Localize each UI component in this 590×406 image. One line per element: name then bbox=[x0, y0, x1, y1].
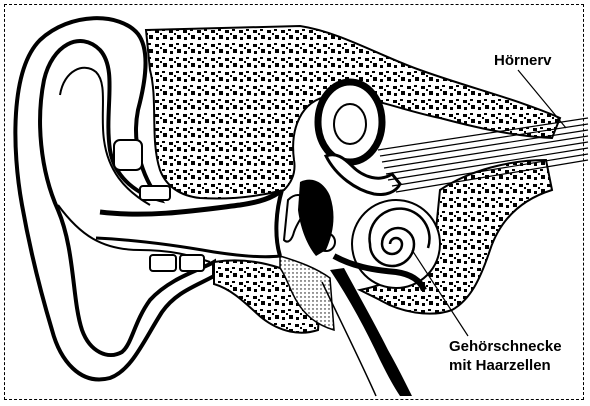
canal-cartilage-2 bbox=[180, 255, 204, 271]
eardrum bbox=[276, 190, 282, 256]
canal-cartilage-1 bbox=[150, 255, 176, 271]
cartilage-box-2 bbox=[140, 186, 170, 200]
cartilage-box-1 bbox=[114, 140, 142, 170]
label-cochlea-line2: mit Haarzellen bbox=[449, 357, 551, 375]
semicircular-canal-inner bbox=[334, 104, 366, 144]
middle-ear-cavity bbox=[298, 180, 333, 256]
ear-canal-lower bbox=[96, 238, 280, 257]
label-cochlea-line1: Gehörschnecke bbox=[449, 338, 562, 356]
label-auditory-nerve: Hörnerv bbox=[494, 52, 552, 70]
